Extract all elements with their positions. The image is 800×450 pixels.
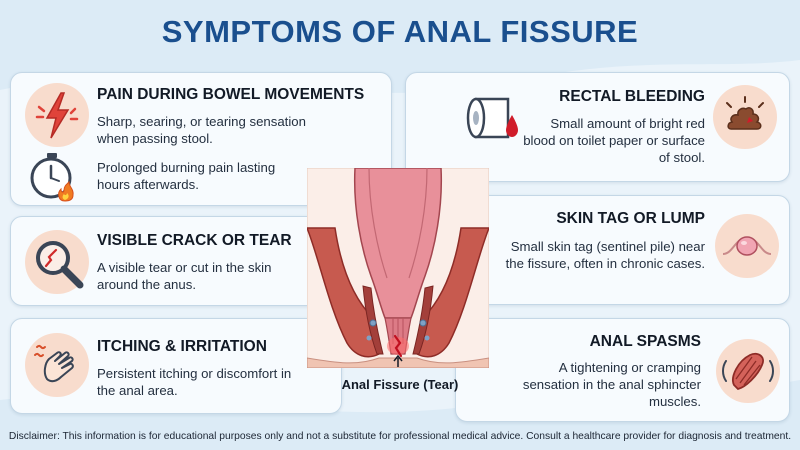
- card-spasms-title: ANAL SPASMS: [589, 333, 701, 350]
- card-itching-title: ITCHING & IRRITATION: [97, 338, 267, 355]
- card-pain-text-2: Prolonged burning pain lasting hours aft…: [97, 160, 276, 192]
- card-pain-title: PAIN DURING BOWEL MOVEMENTS: [97, 86, 365, 103]
- card-skin-tag-text: Small skin tag (sentinel pile) near the …: [505, 239, 705, 271]
- page-title: SYMPTOMS OF ANAL FISSURE: [161, 14, 639, 49]
- stopwatch-fire-icon: [30, 153, 74, 202]
- pain-icon-circle: [25, 83, 89, 147]
- card-bleeding: RECTAL BLEEDING Small amount of bright r…: [405, 72, 790, 182]
- card-crack-text: A visible tear or cut in the skin around…: [97, 260, 272, 292]
- crack-icon-circle: [25, 230, 89, 294]
- itching-icon-circle: [25, 333, 89, 397]
- scratching-hand-icon: [34, 344, 74, 383]
- card-skin-tag: SKIN TAG OR LUMP Small skin tag (sentine…: [460, 195, 790, 305]
- disclaimer: Disclaimer: This information is for educ…: [8, 431, 792, 442]
- card-spasms-text: A tightening or cramping sensation in th…: [522, 360, 701, 409]
- card-crack: VISIBLE CRACK OR TEAR A visible tear or …: [10, 216, 342, 306]
- card-skin-tag-title: SKIN TAG OR LUMP: [556, 210, 705, 227]
- card-spasms: ANAL SPASMS A tightening or cramping sen…: [455, 318, 790, 422]
- lightning-bolt-icon: [35, 92, 79, 139]
- card-bleeding-text: Small amount of bright red blood on toil…: [523, 116, 705, 165]
- toilet-paper-blood-drop-icon: [466, 97, 518, 139]
- card-crack-title: VISIBLE CRACK OR TEAR: [97, 232, 292, 249]
- spasms-icon-circle: [716, 339, 780, 403]
- magnifying-glass-icon: [36, 241, 84, 289]
- card-bleeding-title: RECTAL BLEEDING: [559, 88, 705, 105]
- fissure-label: Anal Fissure (Tear): [341, 377, 459, 392]
- card-itching: ITCHING & IRRITATION Persistent itching …: [10, 318, 342, 414]
- card-itching-text: Persistent itching or discomfort in the …: [97, 366, 292, 398]
- stool-icon-circle: [713, 85, 777, 149]
- card-pain-text-1: Sharp, searing, or tearing sensation whe…: [97, 114, 306, 146]
- skin-tag-icon-circle: [715, 214, 779, 278]
- muscle-icon: [722, 352, 774, 390]
- stool-icon: [726, 96, 764, 130]
- anatomy-illustration: [307, 168, 489, 368]
- skin-lump-icon: [722, 236, 772, 256]
